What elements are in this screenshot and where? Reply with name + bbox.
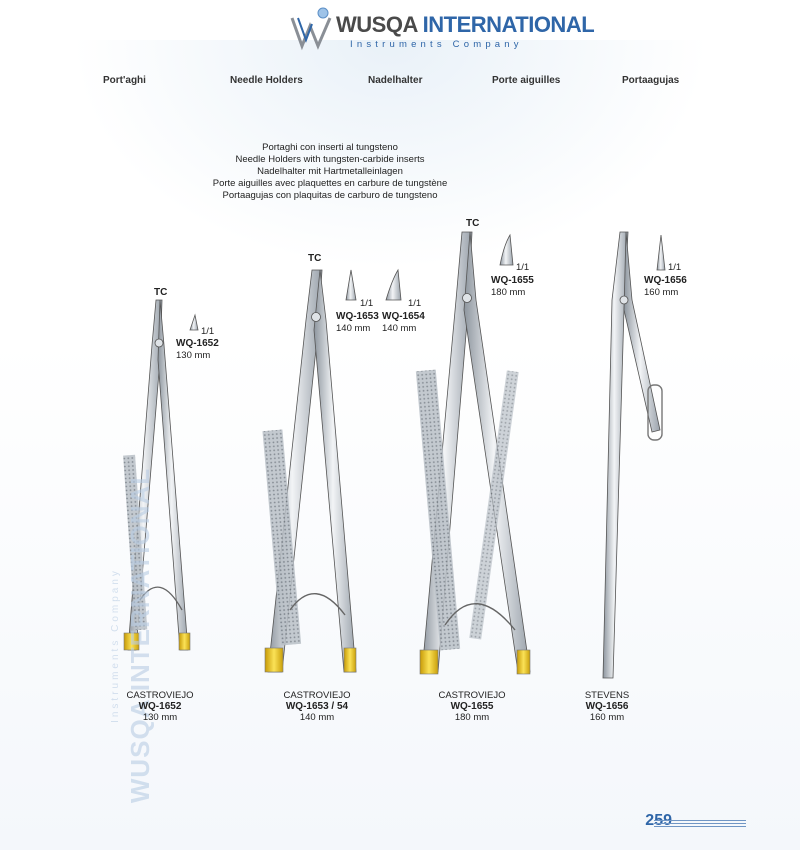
caption-size: 160 mm	[589, 712, 625, 723]
brand-name-a: WUSQA	[336, 12, 418, 37]
brand-tagline: Instruments Company	[350, 39, 523, 50]
tip-scale: 1/1	[668, 262, 682, 273]
tc-label: TC	[466, 218, 480, 229]
castroviejo-wq-1655-illustration	[415, 231, 531, 675]
lang-german: Nadelhalter	[368, 75, 423, 86]
brand-watermark: WUSQA INTERNATIONAL Instruments Company	[88, 468, 155, 820]
caption-size: 140 mm	[299, 712, 335, 723]
caption-wq-1653-54: CASTROVIEJO WQ-1653 / 54 140 mm	[262, 690, 372, 723]
caption-size: 180 mm	[454, 712, 490, 723]
lang-english: Needle Holders	[230, 75, 303, 86]
caption-size: 130 mm	[142, 712, 178, 723]
lang-french: Porte aiguilles	[492, 75, 561, 86]
castroviejo-wq-1653-illustration	[262, 268, 402, 673]
tip-size-wq-1656: 160 mm	[644, 287, 679, 298]
tip-size-wq-1655: 180 mm	[491, 287, 526, 298]
description-line: Nadelhalter mit Hartmetalleinlagen	[257, 166, 403, 177]
caption-code: WQ-1652	[138, 701, 182, 712]
tc-label: TC	[308, 253, 322, 264]
tip-code-wq-1654: WQ-1654	[382, 311, 425, 322]
tip-scale: 1/1	[408, 298, 422, 309]
tip-code-wq-1652: WQ-1652	[176, 338, 219, 349]
brand-name: WUSQA INTERNATIONAL	[336, 12, 595, 38]
caption-wq-1655: CASTROVIEJO WQ-1655 180 mm	[422, 690, 522, 723]
caption-name: CASTROVIEJO	[283, 690, 351, 701]
tip-size-wq-1653: 140 mm	[336, 323, 371, 334]
tip-scale: 1/1	[360, 298, 374, 309]
lang-spanish: Portaagujas	[622, 75, 680, 86]
tip-size-wq-1654: 140 mm	[382, 323, 417, 334]
description-line: Needle Holders with tungsten-carbide ins…	[235, 154, 425, 165]
product-description: Portaghi con inserti al tungsteno Needle…	[180, 142, 480, 202]
tip-scale: 1/1	[201, 326, 215, 337]
caption-code: WQ-1656	[585, 701, 629, 712]
caption-code: WQ-1655	[450, 701, 494, 712]
lang-italian: Port'aghi	[103, 75, 146, 86]
caption-code: WQ-1653 / 54	[285, 701, 349, 712]
tip-size-wq-1652: 130 mm	[176, 350, 211, 361]
tip-code-wq-1656: WQ-1656	[644, 275, 687, 286]
watermark-text: WUSQA INTERNATIONAL	[125, 467, 156, 804]
wusqa-logo-icon	[290, 7, 332, 51]
castroviejo-wq-1652-illustration	[123, 299, 199, 651]
tip-code-wq-1655: WQ-1655	[491, 275, 534, 286]
background-wash	[70, 40, 710, 270]
stevens-wq-1656-illustration	[602, 231, 666, 679]
description-line: Portaghi con inserti al tungsteno	[262, 142, 398, 153]
description-line: Portaagujas con plaquitas de carburo de …	[222, 190, 438, 201]
caption-wq-1656: STEVENS WQ-1656 160 mm	[562, 690, 652, 723]
caption-name: CASTROVIEJO	[126, 690, 194, 701]
brand-logo: WUSQA INTERNATIONAL Instruments Company	[290, 6, 595, 54]
caption-name: STEVENS	[584, 690, 630, 701]
brand-name-b: INTERNATIONAL	[417, 12, 595, 37]
tip-scale: 1/1	[516, 262, 530, 273]
tip-code-wq-1653: WQ-1653	[336, 311, 379, 322]
caption-wq-1652: CASTROVIEJO WQ-1652 130 mm	[110, 690, 210, 723]
page-number-rule	[654, 820, 746, 829]
description-line: Porte aiguilles avec plaquettes en carbu…	[212, 178, 448, 189]
tc-label: TC	[154, 287, 168, 298]
caption-name: CASTROVIEJO	[438, 690, 506, 701]
